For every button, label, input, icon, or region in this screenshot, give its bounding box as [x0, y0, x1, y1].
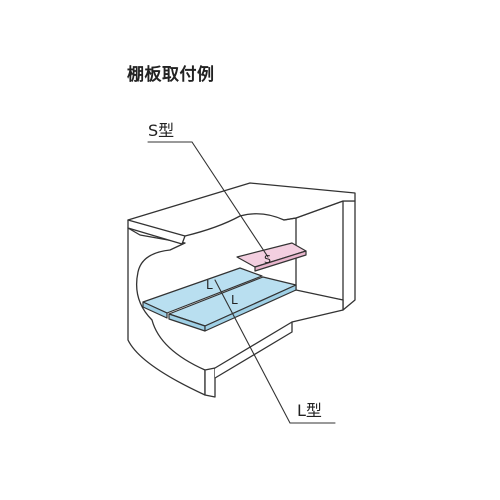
cabinet-bottom-rail [214, 321, 293, 379]
diagram-title: 棚板取付例 [127, 65, 215, 85]
cabinet-right-frame [342, 200, 356, 311]
l-shelf-right [168, 276, 297, 332]
cabinet-side-panel [127, 227, 206, 396]
l-callout-leader [214, 279, 336, 424]
l-shelf-letter-right: L [231, 293, 238, 307]
s-callout-leader [147, 141, 269, 258]
l-type-callout: L型 [297, 401, 322, 420]
l-shelf-letter-left: L [206, 278, 213, 292]
s-shelf [236, 242, 307, 272]
cabinet-top [127, 182, 356, 245]
l-shelf-left [142, 267, 263, 319]
cabinet-front-leg [204, 367, 216, 398]
cabinet-top-edge [127, 217, 297, 237]
s-shelf-letter: S [264, 253, 271, 266]
s-type-callout: S型 [148, 121, 174, 140]
